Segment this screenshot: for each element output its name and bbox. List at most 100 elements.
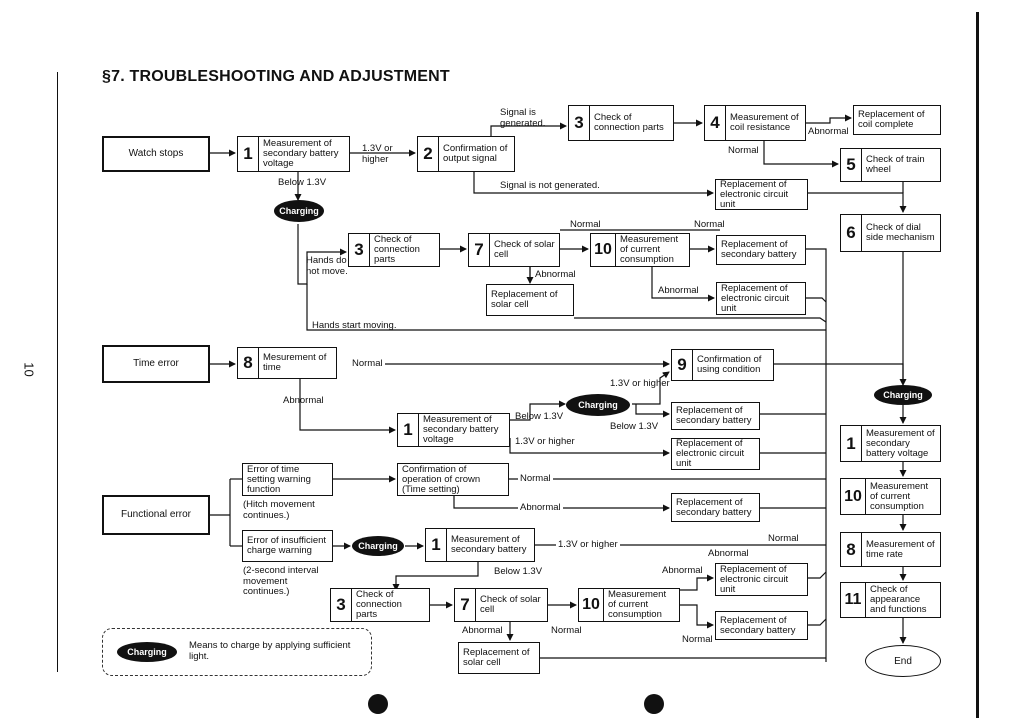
label-signal-generated: Signal is generated. — [500, 107, 546, 129]
step-number: 1 — [841, 426, 862, 461]
step-number: 3 — [331, 589, 352, 621]
arrow-s4-s5 — [763, 140, 839, 168]
label-interval-note: (2-second interval movement continues.) — [243, 565, 319, 597]
label-normal-t8: Normal — [350, 358, 385, 370]
box-error-time-setting: Error of time setting warning function — [242, 463, 333, 496]
step-number: 1 — [426, 529, 447, 561]
step-number: 2 — [418, 137, 439, 171]
step-number: 1 — [238, 137, 259, 171]
label-hitch-note: (Hitch movement continues.) — [243, 499, 315, 521]
step-text: Check of solar cell — [480, 594, 541, 615]
label-13v-higher: 1.3V or higher — [362, 143, 393, 165]
step-number: 6 — [841, 215, 862, 251]
step-text: Measurement of time rate — [866, 538, 935, 560]
right-rule — [976, 12, 979, 718]
step-number: 8 — [238, 348, 259, 378]
arrow-s2-ecu — [473, 170, 714, 197]
step-text: Measurement of secondary battery voltage — [866, 427, 935, 459]
step-text: Measurement of secondary battery voltage — [263, 138, 339, 169]
label-signal-not-generated: Signal is not generated. — [500, 180, 600, 191]
box-error-insufficient-charge: Error of insufficient charge warning — [242, 530, 333, 562]
step-text: Replacement of electronic circuit unit — [720, 563, 789, 595]
charging-badge-3: Charging — [352, 536, 404, 556]
label-normal-f10: Normal — [682, 634, 713, 645]
step-text: Check of connection parts — [356, 589, 402, 620]
label-13v-higher-d: 1.3V or higher — [556, 539, 620, 551]
step-number: 3 — [569, 106, 590, 140]
label: Watch stops — [128, 148, 184, 159]
step-text: Replacement of solar cell — [463, 647, 530, 668]
label-below-13v-c: Below 1.3V — [610, 421, 659, 432]
step-number: 10 — [579, 589, 604, 621]
charging-badge-2: Charging — [566, 394, 630, 416]
step-text: Replacement of secondary battery — [676, 496, 752, 518]
arrow-crown-batt3 — [453, 496, 670, 512]
step-text: Replacement of secondary battery — [720, 614, 796, 636]
step-text: Measurement of current consumption — [620, 234, 679, 265]
box-secondary-battery-repl-1: Replacement of secondary battery — [716, 235, 806, 265]
arrow-charging-t9 — [632, 371, 670, 405]
step-text: Confirmation of using condition — [697, 354, 762, 375]
step-text: Check of dial side mechanism — [866, 222, 935, 243]
step-number: 3 — [349, 234, 370, 266]
step-number: 7 — [455, 589, 476, 621]
step-text: Replacement of secondary battery — [721, 239, 797, 260]
label-abnormal-c7: Abnormal — [535, 269, 576, 280]
step-text: Check of appearance and functions — [870, 584, 927, 615]
label-hands-start-moving: Hands start moving. — [312, 320, 397, 331]
end-terminal: End — [865, 645, 941, 677]
step-number: 11 — [841, 583, 866, 617]
step-number: 8 — [841, 533, 862, 566]
arrow-f10-ecu4 — [680, 574, 714, 591]
label: Time error — [133, 358, 179, 369]
box-secondary-battery-repl-2: Replacement of secondary battery — [671, 402, 760, 430]
label-below-13v-b: Below 1.3V — [515, 411, 564, 422]
line-hands-start — [306, 284, 826, 331]
left-rule — [57, 72, 58, 672]
step-number: 4 — [705, 106, 726, 140]
box-secondary-battery-repl-4: Replacement of secondary battery — [715, 611, 808, 640]
return-line-3 — [574, 317, 827, 323]
step-text: Check of solar cell — [494, 239, 555, 260]
step-number: 1 — [398, 414, 419, 446]
step-text: Replacement of coil complete — [858, 109, 925, 130]
arrow-f10-batt4 — [680, 604, 714, 629]
label-normal-f1: Normal — [768, 533, 799, 544]
box-solar-cell-repl-1: Replacement of solar cell — [486, 284, 574, 316]
box-ecu-replacement-2: Replacement of electronic circuit unit — [716, 282, 806, 315]
step-text: Replacement of secondary battery — [676, 405, 752, 426]
line-ecu-top-right — [808, 192, 907, 213]
step-text: Error of time setting warning function — [247, 463, 311, 495]
label-hands-do-not-move: Hands do not move. — [306, 255, 348, 277]
step-text: Check of train wheel — [866, 154, 925, 175]
step-text: Confirmation of output signal — [443, 143, 508, 164]
box-ecu-replacement-3: Replacement of electronic circuit unit — [671, 438, 760, 470]
arrow-charging-batt2 — [635, 404, 670, 418]
label-abnormal-f10a: Abnormal — [708, 548, 749, 559]
box-solar-cell-repl-2: Replacement of solar cell — [458, 642, 540, 674]
label-abnormal-crown: Abnormal — [518, 502, 563, 514]
page-title: §7. TROUBLESHOOTING AND ADJUSTMENT — [102, 68, 450, 85]
legend-box: Charging Means to charge by applying suf… — [102, 628, 372, 676]
step-text: Check of connection parts — [594, 112, 664, 133]
box-secondary-battery-repl-3: Replacement of secondary battery — [671, 493, 760, 522]
label-normal-coil: Normal — [728, 145, 759, 156]
step-number: 7 — [469, 234, 490, 266]
step-text: Mesurement of time — [263, 352, 327, 373]
label-abnormal-c10: Abnormal — [658, 285, 699, 296]
box-ecu-replacement-top: Replacement of electronic circuit unit — [715, 179, 808, 210]
